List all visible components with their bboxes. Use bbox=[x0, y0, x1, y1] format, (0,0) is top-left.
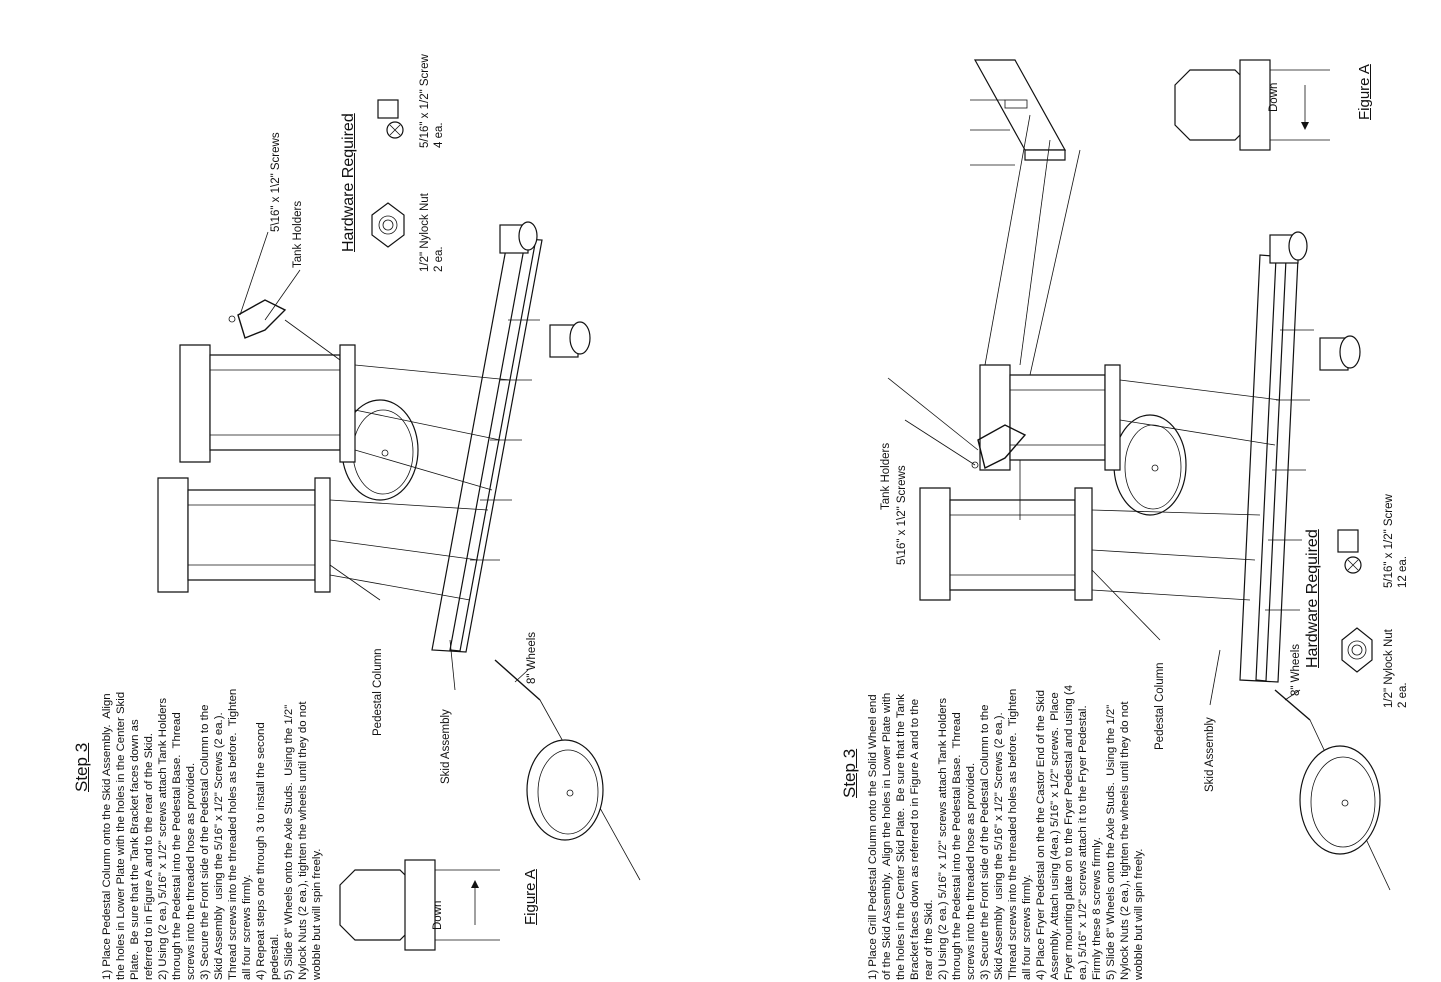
pedestal-plate-icon bbox=[179, 344, 211, 463]
right-panel: Step 3 1) Place Grill Pedestal Column on… bbox=[720, 0, 1441, 982]
screw-name: 5/16" x 1/2" Screw bbox=[419, 54, 431, 148]
step-line: wobble but will spin freely. bbox=[1133, 848, 1145, 980]
screw-icon bbox=[971, 461, 979, 469]
nut-name: 1/2" Nylock Nut bbox=[1383, 629, 1395, 708]
step-title: Step 3 bbox=[72, 742, 91, 792]
left-panel: Step 3 1) Place Pedestal Column onto the… bbox=[0, 0, 720, 982]
figure-a-hex-icon bbox=[1174, 69, 1251, 141]
fryer-pedestal-icon bbox=[1009, 374, 1106, 461]
figure-a-bracket-icon bbox=[1239, 59, 1271, 151]
step-line: 1) Place Pedestal Column onto the Skid A… bbox=[101, 693, 113, 980]
nylock-nut-icon bbox=[371, 202, 405, 248]
nut-qty: 2 ea. bbox=[433, 246, 445, 272]
step-line: Thread screws into the threaded holes as… bbox=[1007, 688, 1019, 980]
screw-qty: 4 ea. bbox=[433, 122, 445, 148]
figure-a-down-text: Down bbox=[432, 900, 444, 930]
figure-a-label: Figure A bbox=[1356, 64, 1373, 120]
step-line: 4) Repeat steps one through 3 to install… bbox=[255, 722, 267, 980]
step-instructions: 1) Place Pedestal Column onto the Skid A… bbox=[100, 689, 324, 980]
step-instructions: 1) Place Grill Pedestal Column onto the … bbox=[866, 685, 1146, 980]
pedestal-plate-icon bbox=[157, 477, 189, 593]
step-line: all four screws firmly. bbox=[241, 874, 253, 980]
screw-icon bbox=[228, 315, 236, 323]
wheel-icon bbox=[1299, 745, 1381, 855]
step-line: Assembly. Attach using (4ea.) 5/16" x 1/… bbox=[1049, 692, 1061, 980]
skid-assembly-label: Skid Assembly bbox=[1204, 717, 1216, 792]
hardware-required-title: Hardware Required bbox=[1304, 529, 1321, 668]
pedestal-column-icon bbox=[949, 499, 1076, 591]
step-line: rear of the Skid. bbox=[923, 899, 935, 980]
step-line: screws into the threaded hose as provide… bbox=[965, 762, 977, 980]
step-line: 2) Using (2 ea.) 5/16" x 1/2" screws att… bbox=[937, 697, 949, 980]
screw-name: 5/16" x 1/2" Screw bbox=[1383, 494, 1395, 588]
step-line: pedestal. bbox=[269, 933, 281, 980]
nut-qty: 2 ea. bbox=[1397, 682, 1409, 708]
pedestal-column-label: Pedestal Column bbox=[1154, 662, 1166, 750]
step-line: Skid Assembly using the 5/16" x 1/2" Scr… bbox=[213, 712, 225, 980]
nut-name: 1/2" Nylock Nut bbox=[419, 193, 431, 272]
step-line: referred to in Figure A and to the rear … bbox=[143, 733, 155, 980]
screw-icon bbox=[1337, 529, 1359, 553]
step-line: 3) Secure the Front side of the Pedestal… bbox=[979, 704, 991, 980]
step-line: 2) Using (2 ea.) 5/16" x 1/2" screws att… bbox=[157, 697, 169, 980]
tank-holder-icon bbox=[977, 424, 1027, 470]
step-line: through the Pedestal into the Pedestal B… bbox=[951, 712, 963, 980]
tank-holders-label: Tank Holders bbox=[292, 200, 304, 268]
tank-holders-label: Tank Holders bbox=[880, 442, 892, 510]
figure-a-hex-icon bbox=[339, 869, 416, 941]
step-line: Firmly these 8 screws firmly. bbox=[1091, 837, 1103, 980]
step-line: ea.) 5/16" x 1/2" screws attach it to th… bbox=[1077, 705, 1089, 980]
step-title: Step 3 bbox=[840, 748, 859, 798]
step-line: through the Pedestal into the Pedestal B… bbox=[171, 712, 183, 980]
step-line: screws into the threaded hose as provide… bbox=[185, 762, 197, 980]
step-line: Bracket faces down as referred to in Fig… bbox=[909, 698, 921, 980]
fryer-pedestal-plate-icon bbox=[979, 364, 1011, 471]
step-line: Skid Assembly using the 5/16" x 1/2" Scr… bbox=[993, 712, 1005, 980]
figure-a-label: Figure A bbox=[522, 869, 539, 925]
figure-a-bracket-icon bbox=[404, 859, 436, 951]
screw-qty: 12 ea. bbox=[1397, 556, 1409, 588]
screws-label: 5\16" x 1\2" Screws bbox=[270, 132, 282, 232]
step-line: the holes in the Center Skid Plate. Be s… bbox=[895, 694, 907, 980]
step-line: Plate. Be sure that the Tank Bracket fac… bbox=[129, 719, 141, 980]
step-line: of the Skid Assembly. Align the holes in… bbox=[881, 692, 893, 980]
wheel-icon bbox=[526, 739, 604, 841]
wheels-label: 8" Wheels bbox=[1290, 643, 1302, 696]
pedestal-column-icon bbox=[187, 489, 316, 581]
hardware-required-title: Hardware Required bbox=[340, 113, 357, 252]
step-line: 4) Place Fryer Pedestal on the the Casto… bbox=[1035, 690, 1047, 980]
left-assembly-drawing bbox=[157, 99, 641, 951]
step-line: wobble but will spin freely. bbox=[311, 848, 323, 980]
step-line: Nylock Nuts (2 ea.), tighten the wheels … bbox=[1119, 701, 1131, 980]
step-line: Nylock Nuts (2 ea.), tighten the wheels … bbox=[297, 701, 309, 980]
fryer-mounting-plate-icon bbox=[973, 59, 1067, 151]
right-assembly-drawing bbox=[887, 59, 1391, 891]
screws-label: 5\16" x 1\2" Screws bbox=[896, 465, 908, 565]
nylock-nut-icon bbox=[1341, 627, 1373, 673]
step-line: Thread screws into the threaded holes as… bbox=[227, 688, 239, 980]
axle-stud-icon bbox=[1274, 689, 1311, 721]
skid-assembly-label: Skid Assembly bbox=[440, 709, 452, 784]
figure-a-down-text: Down bbox=[1268, 82, 1280, 112]
step-line: Fryer mounting plate on to the Fryer Ped… bbox=[1063, 684, 1075, 980]
wheels-label: 8" Wheels bbox=[526, 631, 538, 684]
step-line: all four screws firmly. bbox=[1021, 874, 1033, 980]
step-line: the holes in Lower Plate with the holes … bbox=[115, 691, 127, 980]
step-line: 5) Slide 8" Wheels onto the Axle Studs. … bbox=[283, 704, 295, 980]
step-line: 1) Place Grill Pedestal Column onto the … bbox=[867, 694, 879, 980]
pedestal-plate-icon bbox=[919, 487, 951, 601]
step-line: 5) Slide 8" Wheels onto the Axle Studs. … bbox=[1105, 704, 1117, 980]
tank-holder-icon bbox=[237, 299, 287, 339]
step-line: 3) Secure the Front side of the Pedestal… bbox=[199, 704, 211, 980]
pedestal-column-label: Pedestal Column bbox=[372, 648, 384, 736]
screw-icon bbox=[377, 99, 399, 119]
pedestal-column-icon bbox=[209, 354, 341, 451]
skid-rail-icon bbox=[431, 237, 543, 653]
